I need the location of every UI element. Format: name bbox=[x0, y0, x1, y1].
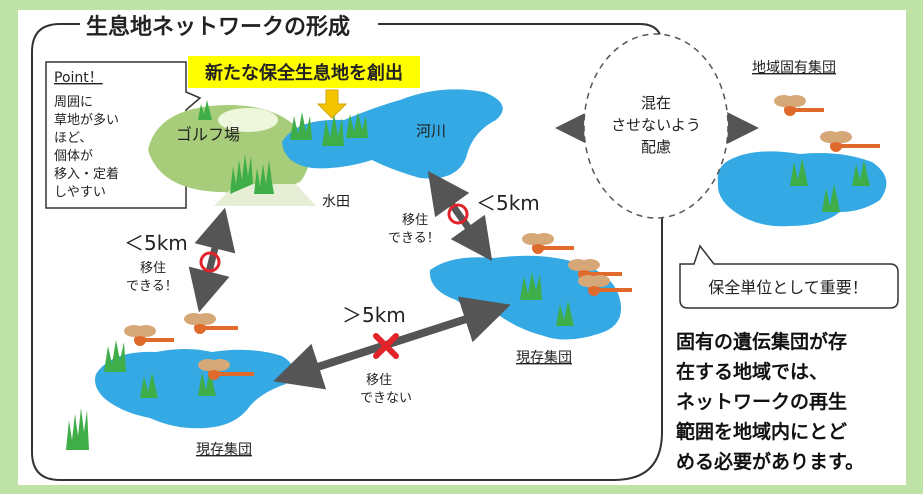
river-endemic bbox=[717, 151, 887, 227]
distance-label-left: ＜5km bbox=[124, 231, 188, 255]
separation-note: 混在 bbox=[641, 94, 671, 112]
point-line: 個体が bbox=[54, 149, 93, 164]
river-label: 河川 bbox=[416, 122, 446, 140]
panel-title: 生息地ネットワークの形成 bbox=[86, 14, 350, 40]
conclusion-line: める必要があります。 bbox=[676, 450, 864, 473]
connection-arrow-left bbox=[188, 207, 236, 313]
move-status-left: 移住 bbox=[140, 261, 166, 276]
point-line: 周囲に bbox=[54, 95, 93, 110]
new-habitat-arrow bbox=[316, 89, 348, 119]
new-habitat-label: 新たな保全生息地を創出 bbox=[205, 62, 403, 84]
conclusion-line: 在する地域では、 bbox=[676, 360, 828, 383]
population-label-bottom-left: 現存集団 bbox=[196, 441, 252, 458]
point-line: ほど、 bbox=[54, 131, 92, 146]
ok-circle-icon bbox=[447, 203, 469, 225]
distance-label-right: ＜5km bbox=[476, 191, 540, 215]
separation-note-ellipse bbox=[583, 33, 729, 219]
move-status-bottom: 移住 bbox=[366, 373, 392, 388]
separation-note: 配慮 bbox=[641, 138, 671, 156]
move-status-left: できる！ bbox=[126, 279, 178, 294]
dragonfly-icons bbox=[124, 95, 880, 380]
important-callout: 保全単位として重要！ bbox=[708, 278, 868, 297]
move-status-right: できる！ bbox=[388, 231, 440, 246]
paddy-label: 水田 bbox=[322, 194, 350, 210]
population-label-endemic: 地域固有集団 bbox=[752, 59, 836, 76]
grass-clumps bbox=[66, 100, 870, 450]
point-line: 移入・定着 bbox=[54, 166, 119, 182]
conclusion-line: 固有の遺伝集団が存 bbox=[676, 330, 847, 353]
river-bottom-left bbox=[95, 349, 294, 429]
population-label-right: 現存集団 bbox=[516, 349, 572, 366]
important-callout-box bbox=[679, 244, 899, 309]
new-habitat-highlight bbox=[188, 56, 420, 88]
move-status-bottom: できない bbox=[360, 391, 412, 406]
golf-label: ゴルフ場 bbox=[176, 125, 240, 144]
river-top bbox=[282, 89, 503, 179]
conclusion-line: ネットワークの再生 bbox=[676, 390, 847, 413]
distance-label-bottom: ＞5km bbox=[342, 303, 406, 327]
point-line: しやすい bbox=[54, 185, 106, 200]
conclusion-line: 範囲を地域内にとど bbox=[676, 420, 847, 443]
separation-note: させないよう bbox=[611, 116, 701, 134]
point-line: 草地が多い bbox=[54, 112, 119, 128]
move-status-right: 移住 bbox=[402, 213, 428, 228]
connection-arrow-right bbox=[427, 170, 493, 262]
point-heading: Point！ bbox=[54, 70, 103, 86]
ng-cross-icon bbox=[373, 333, 399, 359]
golf-green bbox=[218, 108, 278, 132]
ok-circle-icon bbox=[199, 251, 221, 273]
